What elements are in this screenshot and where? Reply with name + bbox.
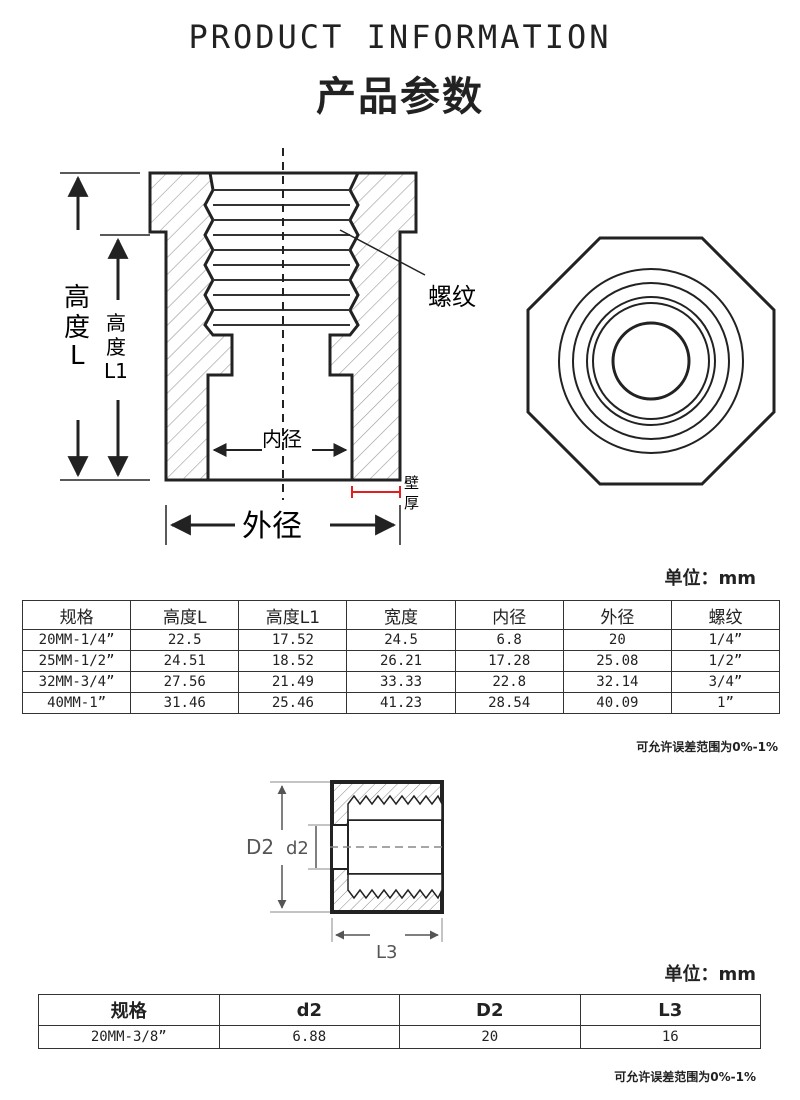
table-cell: 25.46 (238, 692, 348, 714)
table-cell: 24.5 (346, 629, 456, 651)
table-cell: 22.5 (130, 629, 240, 651)
table-row: 20MM-3/8” 6.88 20 16 (38, 1025, 762, 1049)
inner-diameter-label: 内径 (262, 427, 302, 451)
wall-thickness-mark (351, 486, 401, 498)
height-l1-label-1: 高 (106, 311, 126, 335)
table-cell: 33.33 (346, 671, 456, 693)
column-header: D2 (399, 994, 581, 1026)
table-cell: 31.46 (130, 692, 240, 714)
spec-table-1: 规格 高度L 高度L1 宽度 内径 外径 螺纹 20MM-1/4” 22.5 1… (21, 600, 781, 714)
table-cell: 32.14 (562, 671, 672, 693)
table-cell: 32MM-3/4” (21, 671, 132, 693)
column-header: 高度L1 (238, 600, 348, 630)
table-cell: 1” (670, 692, 781, 714)
table-cell: 20 (399, 1025, 581, 1049)
table-cell: 40.09 (562, 692, 672, 714)
column-header: 高度L (130, 600, 240, 630)
tolerance-note-1: 可允许误差范围为0%-1% (636, 740, 778, 754)
wall-thickness-label-2: 厚 (404, 494, 419, 512)
table-cell: 16 (579, 1025, 762, 1049)
height-l1-label-2: 度 (106, 335, 126, 359)
thread-leader-line (339, 229, 426, 276)
table-cell: 1/4” (670, 629, 781, 651)
table-row: 25MM-1/2” 24.51 18.52 26.21 17.28 25.08 … (21, 650, 781, 672)
column-header: d2 (218, 994, 401, 1026)
fitting-top-view (526, 236, 776, 486)
table-cell: 26.21 (346, 650, 456, 672)
fitting-cross-section-diagram: 高 度 L 高 度 L1 螺纹 内径 外径 壁 厚 (60, 148, 776, 545)
table-cell: 27.56 (130, 671, 240, 693)
table-cell: 6.88 (218, 1025, 401, 1049)
column-header: 内径 (454, 600, 564, 630)
table-row: 32MM-3/4” 27.56 21.49 33.33 22.8 32.14 3… (21, 671, 781, 693)
d2-inner-label: d2 (286, 838, 309, 859)
unit-label-1: 单位：mm (664, 568, 756, 589)
thread-label: 螺纹 (428, 283, 476, 311)
coupling-section-diagram: D2 d2 L3 (246, 780, 445, 963)
l3-label: L3 (376, 942, 397, 963)
column-header: 规格 (21, 600, 132, 630)
column-header: 螺纹 (670, 600, 781, 630)
column-header: 宽度 (346, 600, 456, 630)
table-cell: 28.54 (454, 692, 564, 714)
column-header: 规格 (38, 994, 220, 1026)
spec-table-2: 规格 d2 D2 L3 20MM-3/8” 6.88 20 16 (38, 994, 762, 1049)
table-cell: 17.52 (238, 629, 348, 651)
column-header: L3 (579, 994, 762, 1026)
table-cell: 3/4” (670, 671, 781, 693)
table-cell: 21.49 (238, 671, 348, 693)
table-header-row: 规格 d2 D2 L3 (38, 994, 762, 1026)
table-cell: 25MM-1/2” (21, 650, 132, 672)
wall-thickness-label-1: 壁 (404, 474, 419, 492)
table-cell: 17.28 (454, 650, 564, 672)
table-cell: 24.51 (130, 650, 240, 672)
table-cell: 25.08 (562, 650, 672, 672)
table-cell: 20MM-3/8” (38, 1025, 220, 1049)
table-cell: 6.8 (454, 629, 564, 651)
height-l1-label-3: L1 (104, 359, 128, 383)
table-cell: 18.52 (238, 650, 348, 672)
height-l-label-1: 高 (64, 283, 90, 313)
table-cell: 22.8 (454, 671, 564, 693)
table-row: 40MM-1” 31.46 25.46 41.23 28.54 40.09 1” (21, 692, 781, 714)
table-cell: 40MM-1” (21, 692, 132, 714)
title-english: PRODUCT INFORMATION (188, 18, 612, 56)
outer-diameter-label: 外径 (242, 509, 302, 544)
table-header-row: 规格 高度L 高度L1 宽度 内径 外径 螺纹 (21, 600, 781, 630)
table-cell: 1/2” (670, 650, 781, 672)
column-header: 外径 (562, 600, 672, 630)
table-cell: 20MM-1/4” (21, 629, 132, 651)
title-chinese: 产品参数 (316, 74, 484, 120)
height-l-label-2: 度 (64, 313, 90, 343)
unit-label-2: 单位：mm (664, 964, 756, 985)
d2-outer-label: D2 (246, 835, 274, 859)
table-cell: 41.23 (346, 692, 456, 714)
table-cell: 20 (562, 629, 672, 651)
tolerance-note-2: 可允许误差范围为0%-1% (614, 1070, 756, 1084)
height-l-label-3: L (70, 341, 85, 371)
table-row: 20MM-1/4” 22.5 17.52 24.5 6.8 20 1/4” (21, 629, 781, 651)
